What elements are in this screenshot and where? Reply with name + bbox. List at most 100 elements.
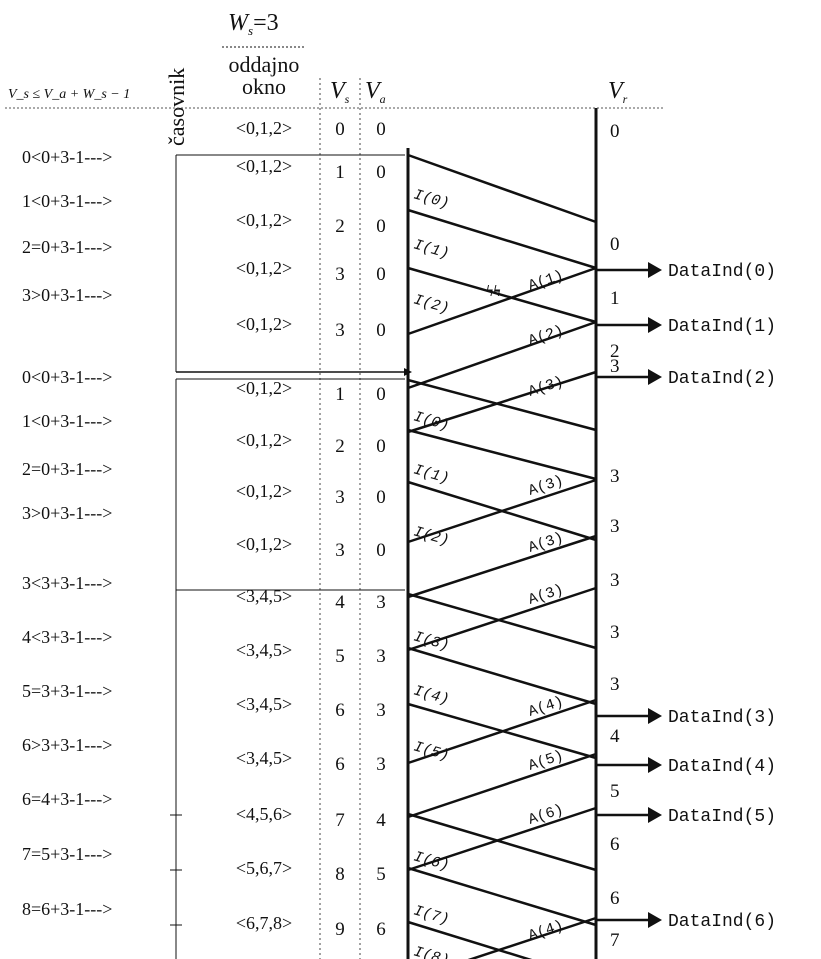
vr-value: 2 [610,341,620,362]
window-condition: 0<0+3-1---> [22,367,112,387]
frame-arrow [407,866,597,927]
vr-value: 3 [610,622,620,643]
sender-window: <0,1,2> [236,378,292,398]
va-value: 5 [376,864,386,885]
va-value: 3 [376,646,386,667]
window-condition: 2=0+3-1---> [22,237,112,257]
va-value: 0 [376,487,386,508]
data-indication: DataInd(5) [596,807,776,827]
va-header: Va [365,78,386,106]
condition-header: V_s ≤ V_a + W_s − 1 [8,87,130,102]
window-condition: 3>0+3-1---> [22,285,112,305]
ack-label: A(3) [526,373,566,400]
window-label-line1: oddajno [229,52,300,77]
datainds-label: DataInd(4) [668,757,776,777]
data-frame: I(1) [407,208,597,270]
vs-value: 3 [335,320,345,341]
ack-arrow [407,586,597,652]
va-value: 0 [376,436,386,457]
ack-arrow [407,320,597,390]
frame-arrow [407,646,597,706]
vr-value: 4 [610,726,620,747]
window-condition: 8=6+3-1---> [22,899,112,919]
ack-frame: A(2) [407,320,597,390]
vs-value: 3 [335,487,345,508]
data-indication: DataInd(6) [596,912,776,932]
data-frame: I(7) [407,866,597,929]
datainds-label: DataInd(6) [668,912,776,932]
window-condition: 5=3+3-1---> [22,681,112,701]
vr-header: Vr [608,78,628,106]
window-condition: 2=0+3-1---> [22,459,112,479]
data-frame: I(4) [407,646,597,709]
arrowhead-icon [648,369,662,385]
vr-value: 1 [610,288,620,309]
va-value: 0 [376,162,386,183]
vr-value: 0 [610,234,620,255]
data-indication: DataInd(3) [596,708,776,728]
data-indication: DataInd(1) [596,317,776,337]
data-frame: I(3) [407,592,597,655]
vr-value: 3 [610,674,620,695]
va-value: 3 [376,592,386,613]
window-condition: 4<3+3-1---> [22,627,112,647]
sender-window: <0,1,2> [236,481,292,501]
vr-value: 5 [610,781,620,802]
header: Ws=3 oddajno okno V_s ≤ V_a + W_s − 1 ča… [5,10,665,146]
sender-window: <3,4,5> [236,748,292,768]
frame-arrow [407,153,597,224]
vs-value: 1 [335,162,345,183]
arrowhead-icon [648,757,662,773]
vr-value: 3 [610,466,620,487]
vr-value: 6 [610,834,620,855]
va-value: 3 [376,754,386,775]
ack-arrow [407,806,597,872]
vr-value: 3 [610,570,620,591]
ack-frame: A(4) [407,693,597,765]
window-condition: 6=4+3-1---> [22,789,112,809]
timer-label: časovnik [164,68,189,146]
frame-arrow [407,592,597,650]
sender-window: <0,1,2> [236,314,292,334]
window-condition: 1<0+3-1---> [22,411,112,431]
window-condition: 1<0+3-1---> [22,191,112,211]
ack-frame: A(6) [407,801,597,872]
sender-window: <0,1,2> [236,534,292,554]
sender-window: <0,1,2> [236,210,292,230]
data-indication: DataInd(2) [596,369,776,389]
frame-label: I(0) [412,408,451,434]
ack-label: A(2) [526,322,566,349]
sender-window: <3,4,5> [236,586,292,606]
va-value: 0 [376,540,386,561]
sender-window: <0,1,2> [236,156,292,176]
data-frame: I(2) [407,480,597,550]
frame-arrow [407,208,597,270]
data-frames: I(0)I(1)I(2)I(0)I(1)I(2)I(3)I(4)I(5)I(6)… [407,153,597,959]
sender-window: <4,5,6> [236,804,292,824]
frame-label: I(4) [412,682,451,708]
vs-value: 1 [335,384,345,405]
va-value: 4 [376,810,386,831]
frame-arrow [407,266,597,324]
vs-value: 3 [335,264,345,285]
arrowhead-icon [648,708,662,724]
ack-arrow [407,752,597,819]
window-condition: 6>3+3-1---> [22,735,112,755]
arrowhead-icon [648,262,662,278]
vs-value: 5 [335,646,345,667]
table-rows: <0,1,2> 0 0 0<0+3-1---> <0,1,2> 1 0 1<0+3-1--->… [22,118,386,940]
data-frame: I(2) [407,266,597,324]
arrowhead-icon [648,807,662,823]
frame-label: I(8) [412,943,451,959]
vs-value: 6 [335,700,345,721]
ack-arrow [407,370,597,434]
